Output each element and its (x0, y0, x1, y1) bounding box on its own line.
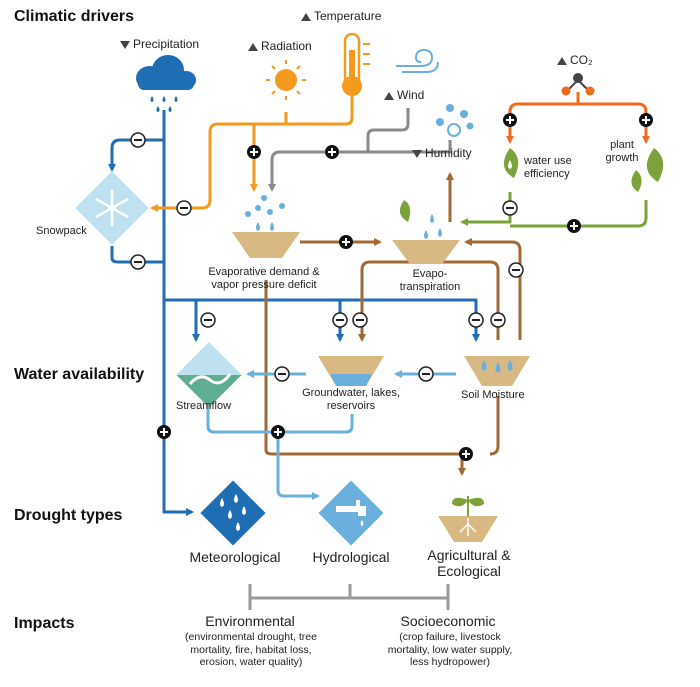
thermometer-icon (342, 32, 370, 96)
agricultural-drought-icon (438, 496, 498, 542)
section-water-availability: Water availability (14, 366, 145, 383)
meteorological-label: Meteorological (189, 549, 281, 565)
groundwater-label: Groundwater, lakes, reservoirs (302, 387, 400, 412)
evapotranspiration-label: Evapo-transpiration (399, 268, 461, 293)
driver-temperature: Temperature (301, 9, 381, 23)
soil-moisture-icon (464, 356, 530, 386)
sun-icon (266, 60, 306, 100)
section-impacts: Impacts (14, 615, 75, 632)
snowflake-icon (75, 171, 149, 245)
driver-precipitation: Precipitation (120, 37, 199, 51)
evaporative-demand-icon (232, 195, 300, 258)
humidity-label: Humidity (425, 146, 472, 160)
humidity-icon (436, 104, 474, 137)
precipitation-flows (108, 110, 480, 516)
sign-markers (130, 113, 653, 461)
meteorological-drought-icon (200, 480, 266, 546)
temperature-label: Temperature (314, 9, 382, 23)
hydrological-drought-icon (318, 480, 384, 546)
driver-radiation: Radiation (248, 39, 312, 53)
driver-co2: CO₂ (557, 53, 593, 67)
impact-socioeconomic-detail: (crop failure, livestock mortality, low … (387, 631, 513, 668)
section-climatic-drivers: Climatic drivers (14, 8, 135, 25)
streamflow-icon (176, 342, 242, 408)
radiation-label: Radiation (261, 39, 312, 53)
precipitation-label: Precipitation (133, 37, 200, 51)
impact-socioeconomic: Socioeconomic (400, 613, 496, 629)
wind-humidity-flows (268, 108, 452, 192)
impact-environmental: Environmental (205, 613, 295, 629)
streamflow-label: Streamflow (176, 400, 232, 412)
snowpack-label: Snowpack (36, 225, 87, 237)
wind-label: Wind (397, 88, 425, 102)
soil-moisture-label: Soil Moisture (461, 389, 525, 401)
plant-growth-icon (631, 148, 664, 192)
driver-humidity: Humidity (412, 146, 472, 160)
co2-flows (506, 92, 650, 144)
groundwater-icon (318, 356, 384, 386)
plant-flows (460, 192, 648, 228)
impact-environmental-detail: (environmental drought, tree mortality, … (185, 631, 317, 668)
co2-molecule-icon (561, 73, 595, 96)
rain-cloud-icon (136, 55, 196, 112)
water-use-efficiency-label: water use efficiency (524, 155, 572, 180)
hydrological-label: Hydrological (312, 549, 390, 565)
agricultural-label: Agricultural & Ecological (427, 547, 511, 579)
water-use-leaf-icon (503, 148, 519, 178)
plant-growth-label: plant growth (605, 139, 639, 164)
wind-icon (396, 48, 439, 73)
section-drought-types: Drought types (14, 507, 123, 524)
impacts-bracket (248, 584, 450, 610)
evaporative-demand-label: Evaporative demand & vapor pressure defi… (208, 266, 320, 291)
co2-label: CO₂ (570, 53, 593, 67)
driver-wind: Wind (384, 88, 424, 102)
evapotranspiration-icon (392, 200, 460, 264)
